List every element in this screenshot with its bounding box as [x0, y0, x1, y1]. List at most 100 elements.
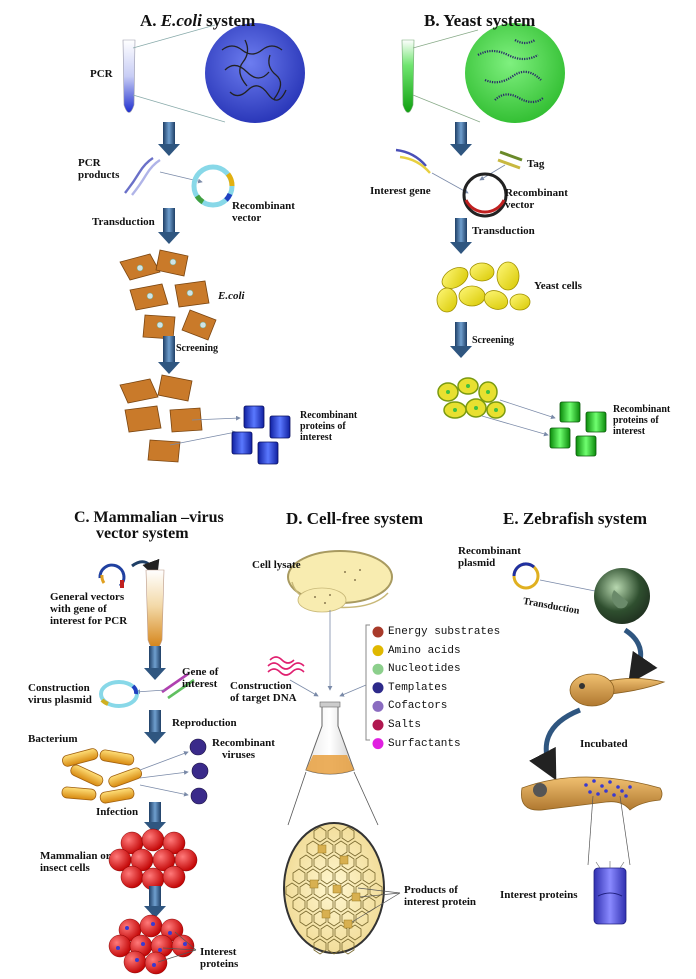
mesh-cell: [341, 854, 355, 871]
mesh-cell: [313, 910, 327, 927]
embryo-icon: [594, 568, 650, 624]
recombinant-viruses-icon: [189, 738, 209, 805]
panel-a: [119, 23, 305, 465]
component-label: Nucleotides: [388, 663, 461, 676]
infected-cells-icon: [108, 914, 195, 975]
component-label: Energy substrates: [388, 626, 501, 638]
mesh-cell: [369, 882, 383, 899]
recombinant-vector-icon-b: [462, 172, 508, 218]
tag-label: Tag: [527, 158, 545, 170]
arrow-a2: [163, 208, 175, 232]
mesh-cell: [320, 868, 334, 885]
dna-zoom-circle-a: [205, 23, 305, 123]
curved-arrow: [623, 627, 658, 685]
mesh-cell: [341, 910, 355, 927]
component-dot: [372, 626, 384, 638]
component-dot: [372, 719, 384, 731]
mesh-cell: [313, 882, 327, 899]
component-dot: [372, 645, 384, 657]
reproduction-label: Reproduction: [172, 717, 237, 729]
mesh-cell: [327, 910, 341, 927]
panel-c: [61, 558, 209, 975]
incubated-arrow: [529, 707, 581, 781]
flask-icon: [305, 701, 355, 775]
mesh-cell: [299, 854, 313, 871]
interest-protein-icon-e: [593, 861, 627, 925]
mesh-cell: [292, 868, 306, 885]
pcr-label: PCR: [90, 68, 113, 80]
dna-strands-icon: [477, 39, 544, 104]
component-dot: [372, 738, 384, 750]
panel-d-title: D. Cell-free system: [286, 509, 424, 528]
mesh-cell: [313, 826, 327, 843]
arrow-c1: [149, 646, 161, 668]
yeast-cells-label: Yeast cells: [534, 280, 582, 292]
mesh-cell: [313, 854, 327, 871]
bacterium-icon: [61, 748, 143, 804]
recombinant-vector-icon: [191, 164, 235, 208]
component-dot: [372, 682, 384, 694]
panel-b: [395, 23, 607, 457]
infection-label: Infection: [96, 806, 139, 818]
transduction-label-b: Transduction: [472, 225, 535, 237]
protein-products-icon: [309, 844, 361, 929]
recombinant-proteins-icon-b: [549, 401, 607, 457]
arrow-a1: [163, 122, 175, 144]
ecoli-label: E.coli: [218, 290, 245, 302]
arrow-b3: [455, 322, 467, 346]
mesh-cell: [362, 868, 376, 885]
mesh-cell: [320, 896, 334, 913]
screened-yeast-icon: [437, 377, 506, 419]
interest-gene-icon: [395, 148, 431, 174]
mesh-cell: [327, 882, 341, 899]
screening-label-a: Screening: [176, 343, 219, 354]
mesh-cell: [306, 868, 320, 885]
arrow-c3: [149, 802, 161, 822]
mesh-cell: [348, 868, 362, 885]
mesh-cell: [355, 910, 369, 927]
panel-e: [512, 562, 666, 925]
zebrafish-icon: [521, 776, 663, 811]
mammalian-cells-icon: [108, 828, 198, 891]
mesh-cell: [348, 924, 362, 941]
arrow-b2: [455, 218, 467, 242]
recombinant-plasmid-icon: [512, 562, 540, 590]
cell-lysate-spill: [297, 587, 347, 613]
general-vector-icon: [98, 563, 126, 588]
pcr-tube-b: [401, 39, 415, 113]
mesh-cell: [327, 854, 341, 871]
panel-a-title: A. E.coli system: [140, 11, 256, 30]
interest-proteins-label-e: Interest proteins: [500, 889, 578, 901]
zoom-line: [132, 24, 216, 49]
gene-of-interest-icon: [161, 672, 195, 700]
panel-b-title: B. Yeast system: [424, 11, 536, 30]
mesh-cell: [341, 826, 355, 843]
bacterium-label: Bacterium: [28, 733, 78, 745]
panel-e-title: E. Zebrafish system: [503, 509, 648, 528]
mesh-cell: [355, 854, 369, 871]
recombinant-proteins-icon-a: [231, 405, 291, 465]
component-label: Amino acids: [388, 644, 461, 657]
mesh-cell: [327, 826, 341, 843]
mesh-cell: [306, 924, 320, 941]
mesh-cell: [334, 840, 348, 857]
arrow-a3: [163, 336, 175, 362]
interest-gene-label: Interest gene: [370, 185, 431, 197]
mesh-cell: [299, 882, 313, 899]
panel-d: [267, 550, 401, 955]
arrow-b1: [455, 122, 467, 144]
mesh-cell: [292, 896, 306, 913]
mesh-cell: [334, 924, 348, 941]
